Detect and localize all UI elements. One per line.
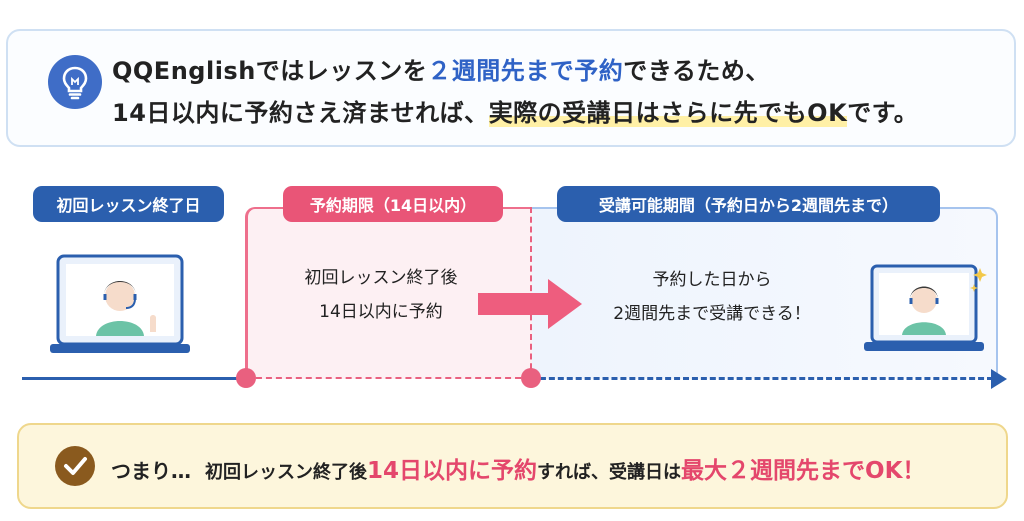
intro-line-1: QQEnglishではレッスンを２週間先まで予約できるため、 [112, 51, 770, 86]
attendance-period-line-2: 2週間先まで受講できる！ [613, 304, 811, 324]
timeline-axis-attendance [531, 377, 993, 380]
summary-part-1: 初回レッスン終了後 [205, 462, 367, 483]
summary-highlight-1: 14日以内に予約 [367, 458, 538, 484]
transition-arrow-icon [478, 279, 582, 329]
reservation-window-line-1: 初回レッスン終了後 [304, 268, 458, 288]
summary-part-3: すれば、受講日は [537, 462, 682, 483]
intro-line-2-text-a: 14日以内に予約さえ済ませれば、 [112, 99, 489, 127]
lightbulb-icon [48, 55, 102, 109]
intro-line-2-highlight: 実際の受講日はさらに先でもOK [488, 99, 848, 127]
summary-panel: つまり… 初回レッスン終了後14日以内に予約すれば、受講日は最大２週間先までOK！ [17, 423, 1008, 509]
summary-highlight-2: 最大２週間先までOK！ [681, 458, 926, 484]
check-icon [55, 446, 95, 486]
reservation-window-description: 初回レッスン終了後 14日以内に予約 [266, 261, 496, 329]
timeline-axis-before [22, 377, 246, 380]
intro-line-1-highlight: ２週間先まで予約 [427, 57, 624, 85]
timeline-arrowhead-icon [991, 369, 1007, 389]
attendance-period-line-1: 予約した日から [652, 270, 772, 290]
intro-panel: QQEnglishではレッスンを２週間先まで予約できるため、 14日以内に予約さ… [6, 29, 1016, 147]
first-lesson-end-label: 初回レッスン終了日 [33, 186, 224, 222]
attendance-period-label: 受講可能期間（予約日から2週間先まで） [557, 186, 940, 222]
reservation-deadline-marker [521, 368, 541, 388]
reservation-deadline-label: 予約期限（14日以内） [283, 186, 503, 222]
laptop-student-icon [50, 254, 190, 353]
attendance-period-description: 予約した日から 2週間先まで受講できる！ [577, 263, 847, 331]
intro-line-1-text-a: QQEnglishではレッスンを [112, 57, 428, 85]
summary-lead: つまり… [111, 459, 191, 483]
laptop-teacher-icon [864, 264, 987, 351]
intro-line-2: 14日以内に予約さえ済ませれば、実際の受講日はさらに先でもOKです。 [112, 93, 918, 128]
summary-text: つまり… 初回レッスン終了後14日以内に予約すれば、受講日は最大２週間先までOK！ [111, 451, 925, 485]
timeline-axis-reservation [246, 377, 531, 379]
intro-line-2-text-c: です。 [847, 99, 919, 127]
first-lesson-end-marker [236, 368, 256, 388]
reservation-window-line-2: 14日以内に予約 [319, 302, 443, 322]
intro-line-1-text-c: できるため、 [623, 57, 770, 85]
